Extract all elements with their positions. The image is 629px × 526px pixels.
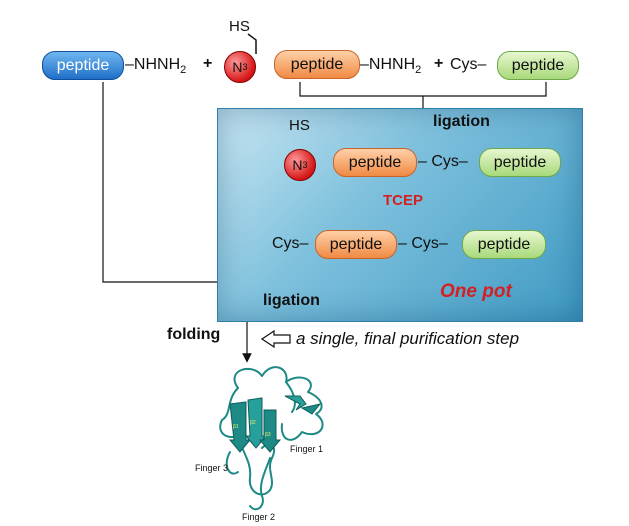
hydrazide-1-sub: 2 (180, 64, 187, 77)
strand-label-3: β3 (265, 432, 271, 438)
strand-label-2: β2 (250, 420, 256, 426)
cys-mid: – Cys– (418, 153, 468, 170)
peptide-green-mid: peptide (479, 148, 561, 177)
hydrazide-2-text: –NHNH (360, 56, 416, 73)
cys-top: Cys– (450, 56, 487, 73)
peptide-orange-mid: peptide (333, 148, 417, 177)
finger-1-label: Finger 1 (290, 444, 324, 454)
hydrazide-2: –NHNH2 (360, 56, 421, 76)
hydrazide-1-text: –NHNH (125, 56, 181, 73)
ligation-label-bottom: ligation (263, 292, 320, 309)
azide-n3-mid-n: N (292, 157, 303, 173)
tcep-label: TCEP (383, 192, 424, 209)
azide-n3-top-n: N (232, 59, 243, 75)
strand-label-1: β1 (233, 424, 239, 430)
plus-sign-1: + (203, 55, 213, 72)
hs-label-top: HS (229, 18, 250, 35)
hydrazide-2-sub: 2 (415, 64, 422, 77)
finger-2-label: Finger 2 (242, 512, 276, 522)
peptide-orange-bottom: peptide (315, 230, 397, 259)
peptide-orange-top: peptide (274, 50, 360, 79)
hydrazide-1: –NHNH2 (125, 56, 186, 76)
azide-n3-mid-sub: 3 (302, 160, 308, 170)
azide-n3-top-sub: 3 (242, 62, 248, 72)
purification-step-label: a single, final purification step (296, 329, 520, 348)
hs-label-mid: HS (289, 117, 310, 134)
cys-bottom-right: – Cys– (398, 235, 448, 252)
finger-3-label: Finger 3 (195, 463, 229, 473)
one-pot-label: One pot (440, 281, 512, 302)
peptide-blue-1: peptide (42, 51, 124, 80)
one-pot-box (217, 108, 583, 322)
plus-sign-2: + (434, 55, 444, 72)
folding-label: folding (167, 326, 221, 343)
peptide-green-bottom: peptide (462, 230, 546, 259)
cys-bottom-left: Cys– (272, 235, 309, 252)
peptide-green-top: peptide (497, 51, 579, 80)
ligation-label-top: ligation (433, 113, 490, 130)
